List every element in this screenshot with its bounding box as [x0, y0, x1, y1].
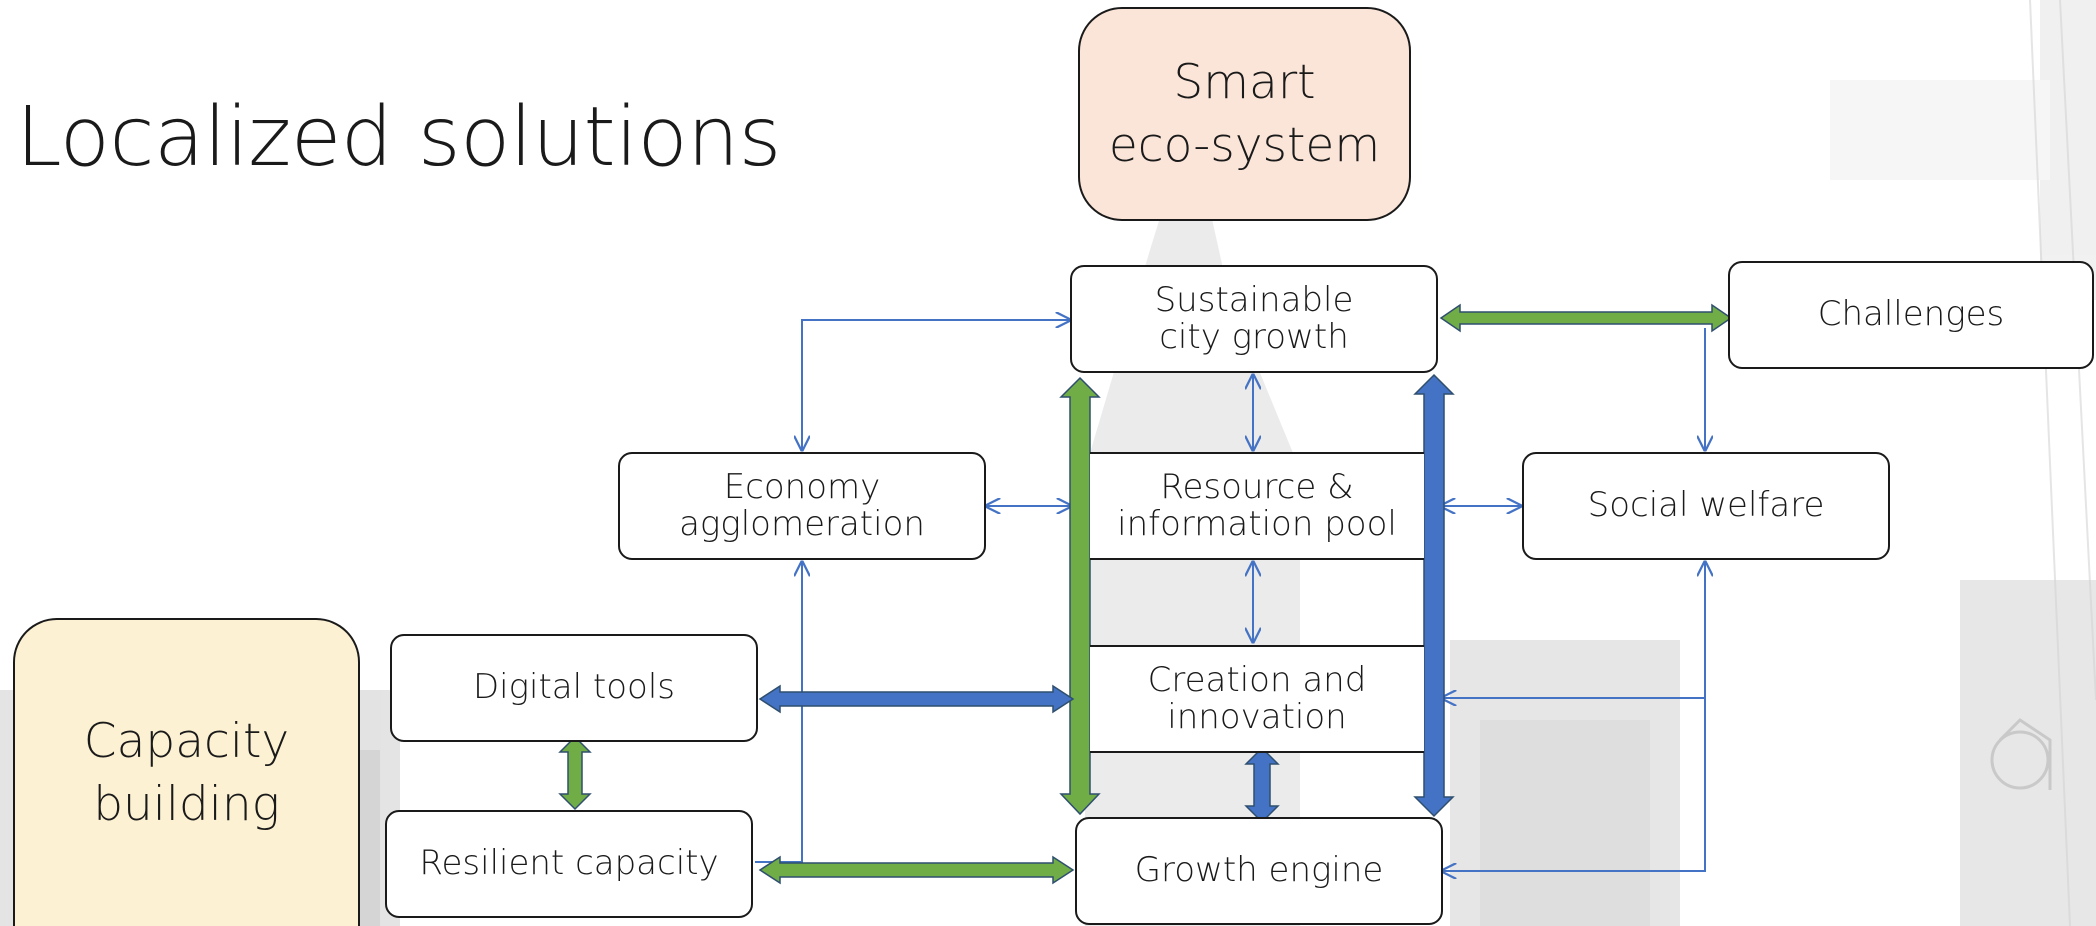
- line-growth-loop-social: [1442, 562, 1705, 871]
- slide-title: Localized solutions: [16, 90, 781, 185]
- line-resilient-economy: [755, 562, 802, 863]
- arrow-creation-growth: [1244, 746, 1280, 824]
- node-social-welfare: Social welfare: [1522, 452, 1890, 560]
- arrow-digital-resilient: [558, 735, 592, 811]
- node-smart-ecosystem: Smart eco-system: [1078, 7, 1411, 221]
- arrow-blue-vertical-spine: [1413, 373, 1455, 818]
- node-economy-agglomeration: Economy agglomeration: [618, 452, 986, 560]
- node-capacity-building: Capacity building: [13, 618, 360, 926]
- node-growth-engine: Growth engine: [1075, 817, 1443, 925]
- node-resource-information-pool: Resource & information pool: [1090, 452, 1424, 560]
- node-creation-innovation: Creation and innovation: [1090, 645, 1424, 753]
- line-economy-to-sustainable: [802, 320, 1070, 450]
- arrow-resilient-growth: [758, 855, 1075, 885]
- arrow-digital-tools-spine: [758, 684, 1075, 714]
- node-resilient-capacity: Resilient capacity: [385, 810, 753, 918]
- arrow-sustainable-challenges: [1439, 303, 1733, 333]
- node-challenges: Challenges: [1728, 261, 2094, 369]
- node-sustainable-city-growth: Sustainable city growth: [1070, 265, 1438, 373]
- node-digital-tools: Digital tools: [390, 634, 758, 742]
- arrow-green-vertical-spine: [1059, 376, 1101, 816]
